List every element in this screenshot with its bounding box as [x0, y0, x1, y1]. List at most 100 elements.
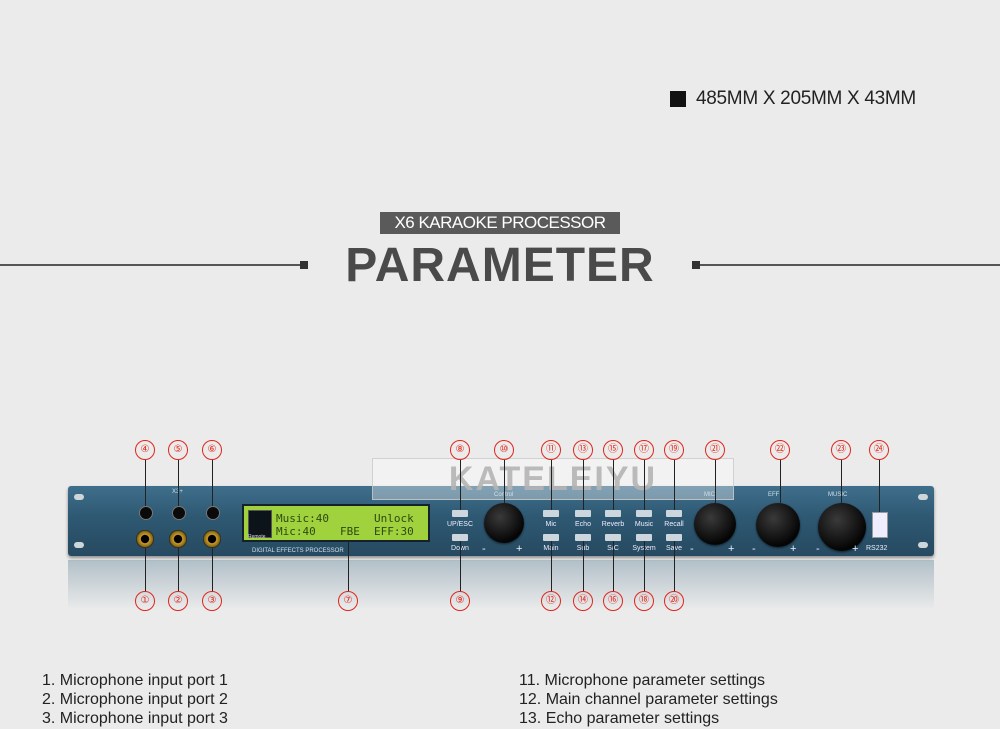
control-label: Control: [494, 492, 513, 498]
rack-hole: [918, 542, 928, 548]
callout-9: ⑨: [450, 591, 470, 611]
divider-dot-left: [300, 261, 308, 269]
legend-left: 1. Microphone input port 1 2. Microphone…: [42, 671, 228, 728]
callout-leader: [460, 541, 461, 592]
callout-leader: [551, 541, 552, 592]
square-bullet-icon: [670, 91, 686, 107]
legend-item: 13. Echo parameter settings: [519, 710, 720, 727]
callout-leader: [674, 541, 675, 592]
dimensions-text: 485MM X 205MM X 43MM: [696, 88, 916, 109]
echo-button[interactable]: [575, 510, 591, 517]
callout-leader: [879, 460, 880, 512]
mic-knob-plus: +: [728, 543, 735, 555]
music-knob-plus: +: [852, 543, 859, 555]
callout-leader: [841, 460, 842, 503]
dimensions-spec: 485MM X 205MM X 43MM: [670, 88, 916, 110]
music-button[interactable]: [636, 510, 652, 517]
sc-button[interactable]: [605, 534, 621, 541]
callout-24: ㉔: [869, 440, 889, 460]
reverb-button[interactable]: [605, 510, 621, 517]
legend-item: 12. Main channel parameter settings: [519, 691, 778, 708]
rack-hole: [918, 494, 928, 500]
callout-leader: [460, 460, 461, 510]
lcd-eff: EFF:30: [374, 525, 414, 538]
mic-button[interactable]: [543, 510, 559, 517]
title-divider-right: [700, 264, 1000, 266]
mic2-input-jack[interactable]: [169, 530, 187, 548]
usb-label: RS232: [866, 545, 888, 552]
sc-label: S/C: [593, 545, 633, 552]
sub-button[interactable]: [575, 534, 591, 541]
legend-right: 11. Microphone parameter settings 12. Ma…: [519, 671, 778, 728]
callout-2: ②: [168, 591, 188, 611]
down-button[interactable]: [452, 534, 468, 541]
system-button[interactable]: [636, 534, 652, 541]
callout-leader: [644, 460, 645, 510]
callout-leader: [583, 460, 584, 510]
callout-14: ⑭: [573, 591, 593, 611]
callout-3: ③: [202, 591, 222, 611]
mic3-volume-knob[interactable]: [206, 506, 220, 520]
recall-label: Recall: [664, 521, 684, 528]
callout-21: ㉑: [705, 440, 725, 460]
callout-leader: [212, 548, 213, 592]
callout-leader: [178, 548, 179, 592]
eff-knob-plus: +: [790, 543, 797, 555]
callout-leader: [145, 460, 146, 506]
lcd-lock-status: Unlock: [374, 512, 414, 525]
mic1-volume-knob[interactable]: [139, 506, 153, 520]
title-divider-left: [0, 264, 300, 266]
up-esc-button[interactable]: [452, 510, 468, 517]
callout-18: ⑱: [634, 591, 654, 611]
device-reflection: [68, 560, 934, 610]
callout-15: ⑮: [603, 440, 623, 460]
rack-hole: [74, 542, 84, 548]
lcd-fbe: FBE: [340, 525, 360, 538]
save-button[interactable]: [666, 534, 682, 541]
callout-5: ⑤: [168, 440, 188, 460]
mic-knob[interactable]: [694, 503, 736, 545]
callout-7: ⑦: [338, 591, 358, 611]
callout-leader: [212, 460, 213, 506]
lcd-display: Remote Music:40 Unlock Mic:40 FBE EFF:30: [242, 504, 430, 542]
music-knob[interactable]: [818, 503, 866, 551]
mic-knob-minus: -: [690, 543, 694, 555]
mic3-input-jack[interactable]: [203, 530, 221, 548]
callout-leader: [551, 460, 552, 510]
callout-23: ㉓: [831, 440, 851, 460]
x3-label: X3+: [172, 489, 183, 495]
main-button[interactable]: [543, 534, 559, 541]
callout-19: ⑲: [664, 440, 684, 460]
mic-knob-label: MIC: [704, 492, 715, 498]
divider-dot-right: [692, 261, 700, 269]
control-minus: -: [482, 543, 486, 555]
callout-leader: [348, 540, 349, 592]
usb-port[interactable]: [872, 512, 888, 538]
mic2-volume-knob[interactable]: [172, 506, 186, 520]
callout-leader: [504, 460, 505, 503]
eff-knob[interactable]: [756, 503, 800, 547]
callout-4: ④: [135, 440, 155, 460]
callout-8: ⑧: [450, 440, 470, 460]
eff-knob-label: EFF: [768, 492, 780, 498]
lcd-mic: Mic:40: [276, 525, 316, 538]
eff-knob-minus: -: [752, 543, 756, 555]
callout-12: ⑫: [541, 591, 561, 611]
legend-item: 3. Microphone input port 3: [42, 710, 228, 727]
panel-label: DIGITAL EFFECTS PROCESSOR: [252, 548, 344, 554]
up-esc-label: UP/ESC: [446, 521, 474, 528]
rack-hole: [74, 494, 84, 500]
callout-leader: [715, 460, 716, 503]
recall-button[interactable]: [666, 510, 682, 517]
control-knob[interactable]: [484, 503, 524, 543]
callout-leader: [674, 460, 675, 510]
mic1-input-jack[interactable]: [136, 530, 154, 548]
echo-label: Echo: [575, 521, 591, 528]
callout-leader: [780, 460, 781, 503]
music-knob-minus: -: [816, 543, 820, 555]
control-plus: +: [516, 543, 523, 555]
callout-leader: [613, 460, 614, 510]
legend-item: 2. Microphone input port 2: [42, 691, 228, 708]
callout-leader: [644, 541, 645, 592]
callout-17: ⑰: [634, 440, 654, 460]
